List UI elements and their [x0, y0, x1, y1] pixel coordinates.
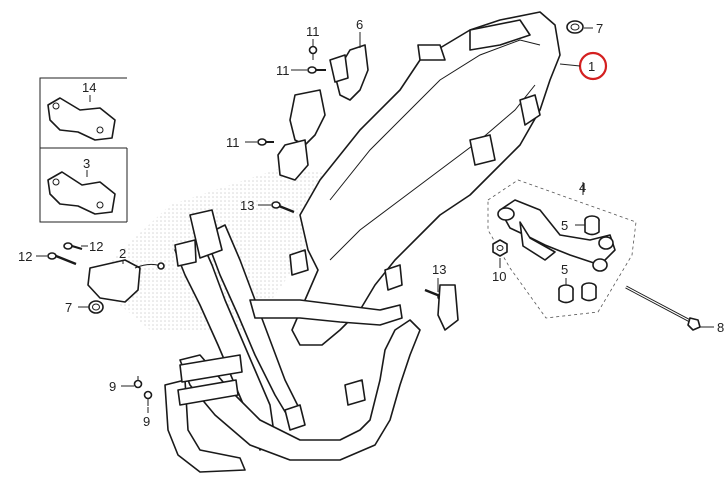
bushing-5-upper[interactable] — [584, 215, 600, 236]
callout-13-left[interactable]: 13 — [240, 198, 254, 213]
bushing-5-lower[interactable] — [558, 284, 574, 304]
callout-9-upper[interactable]: 9 — [109, 379, 116, 394]
callout-11-mid[interactable]: 11 — [276, 63, 290, 78]
bracket-assembly-11[interactable] — [277, 89, 326, 181]
bolt-11-low[interactable] — [257, 138, 274, 146]
bolt-12-upper[interactable] — [63, 242, 83, 251]
bracket-3[interactable] — [47, 171, 116, 215]
callout-9-lower[interactable]: 9 — [143, 414, 150, 429]
bolt-13-right[interactable] — [424, 284, 459, 331]
callout-13-right[interactable]: 13 — [432, 262, 446, 277]
sensor-bracket-2[interactable] — [87, 259, 165, 303]
long-bolt-8[interactable] — [625, 285, 701, 331]
callout-10[interactable]: 10 — [492, 269, 506, 284]
callout-4[interactable]: 4 — [579, 180, 586, 195]
inset-panel — [39, 77, 128, 223]
callout-1[interactable]: 1 — [588, 59, 595, 74]
callout-labels: 1 2 3 4 5 5 6 7 7 8 9 9 10 11 11 11 12 1… — [18, 17, 724, 429]
cap-7-upper[interactable] — [566, 20, 584, 34]
callout-11-low[interactable]: 11 — [226, 135, 240, 150]
callout-14[interactable]: 14 — [82, 80, 96, 95]
callout-12-right[interactable]: 12 — [89, 239, 103, 254]
callout-6[interactable]: 6 — [356, 17, 363, 32]
bolt-13-left[interactable] — [271, 201, 295, 214]
bolt-11-mid[interactable] — [307, 66, 326, 74]
nut-10[interactable] — [492, 239, 508, 257]
callout-8[interactable]: 8 — [717, 320, 724, 335]
bushing-group-right[interactable] — [581, 282, 597, 302]
bracket-6[interactable] — [329, 44, 369, 101]
callout-5-lower[interactable]: 5 — [561, 262, 568, 277]
cap-7-lower[interactable] — [88, 300, 104, 314]
bolt-9-upper[interactable] — [133, 376, 143, 389]
callout-11-top[interactable]: 11 — [306, 24, 320, 39]
callout-12-left[interactable]: 12 — [18, 249, 32, 264]
bolt-9-lower[interactable] — [143, 390, 153, 407]
callout-3[interactable]: 3 — [83, 156, 90, 171]
callout-2[interactable]: 2 — [119, 246, 126, 261]
callout-7-lower[interactable]: 7 — [65, 300, 72, 315]
bolt-11-top[interactable] — [308, 45, 318, 61]
callout-7-upper[interactable]: 7 — [596, 21, 603, 36]
callout-5-upper[interactable]: 5 — [561, 218, 568, 233]
bolt-12-lower[interactable] — [47, 252, 77, 266]
leader-lines — [36, 27, 714, 413]
bracket-14[interactable] — [47, 97, 116, 141]
main-frame[interactable] — [164, 11, 561, 473]
